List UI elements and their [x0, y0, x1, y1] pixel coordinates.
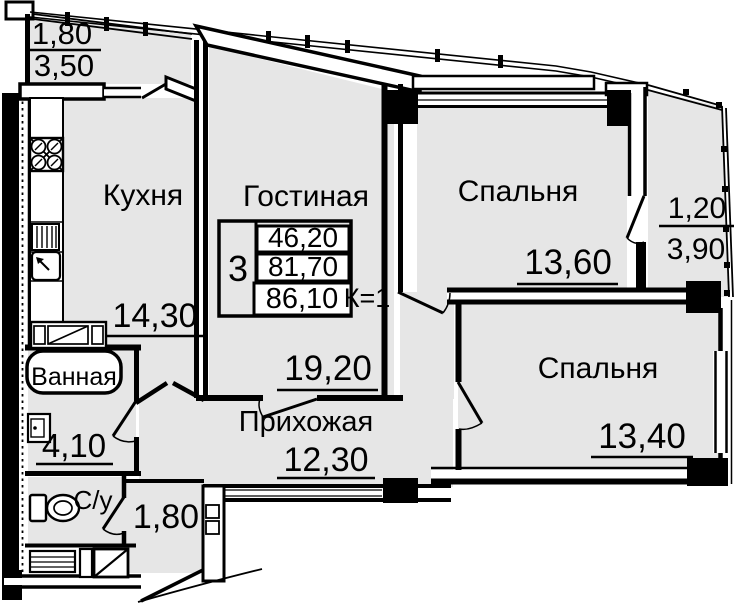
- info-living-area: 46,20: [268, 222, 338, 253]
- bedroom2-door-leaf: [456, 381, 484, 424]
- living-label: Гостиная: [243, 180, 369, 213]
- toilet-icon: [28, 493, 81, 523]
- bedroom2-label: Спальня: [538, 352, 659, 385]
- living-labels: Гостиная 19,20 3 46,20 81,70 86,10 К=1: [228, 180, 391, 392]
- balcony-right-labels: 1,20 3,90: [659, 192, 734, 266]
- balcony-wall-core: [631, 90, 644, 196]
- bathroom-door-arc: [112, 435, 137, 443]
- column-bottom-right: [687, 458, 728, 486]
- kitchen-sink-icon: [30, 250, 62, 282]
- bedroom1-floor: [417, 108, 627, 292]
- bedroom1-door-leaf: [397, 290, 444, 315]
- wc-area: 1,80: [133, 498, 199, 536]
- wc-door-leaf: [101, 496, 126, 530]
- bathroom-area: 4,10: [42, 427, 106, 464]
- info-rooms-count: 3: [228, 248, 248, 289]
- balcony-right-door-leaf: [625, 195, 646, 239]
- room-kitchen: [25, 30, 208, 398]
- vent-grille-icon: [31, 223, 60, 251]
- stove-icon: [28, 136, 65, 173]
- bathtub-icon: [25, 349, 123, 395]
- kitchen-labels: Кухня 14,30: [103, 179, 203, 338]
- room-bedroom-1: [383, 74, 688, 315]
- bedroom1-parapet: [411, 74, 596, 91]
- bedroom-divider-core: [447, 291, 687, 301]
- bedroom2-labels: Спальня 13,40: [538, 352, 693, 459]
- hallway-labels: Прихожая 12,30: [239, 406, 375, 480]
- bedroom1-area: 13,60: [524, 243, 612, 282]
- balcony-right-railing-top-1: [647, 84, 723, 107]
- living-door-arc: [258, 398, 264, 418]
- bedroom1-door-arc: [442, 292, 451, 314]
- balcony-window-core: [104, 89, 141, 97]
- outer-wall-left: [2, 93, 19, 575]
- column-hallway: [383, 478, 418, 503]
- balcony-left: [18, 13, 198, 104]
- balcony-left-area-full: 3,50: [34, 48, 94, 83]
- info-floor-area: 81,70: [268, 251, 338, 282]
- hallway-area: 12,30: [283, 441, 368, 479]
- kitchen-label: Кухня: [103, 179, 183, 212]
- wc-door-arc: [102, 528, 125, 536]
- bedroom2-bottom-core: [431, 470, 688, 479]
- hallway-chamfer-wall-1: [134, 381, 169, 405]
- balcony-right-area-reduced: 1,20: [668, 192, 726, 225]
- bedroom2-area: 13,40: [598, 417, 686, 456]
- living-door-leaf: [262, 397, 318, 419]
- parapet-line-1: [29, 11, 649, 86]
- room-wc: [2, 476, 204, 589]
- balcony-right-area-full: 3,90: [667, 233, 725, 266]
- info-total-area: 86,10: [266, 283, 339, 315]
- bottom-wall-core: [4, 578, 139, 585]
- hallway-floor: [139, 398, 453, 487]
- bedroom1-labels: Спальня 13,60: [458, 175, 618, 286]
- room-hallway: [134, 381, 451, 603]
- bedroom2-door-arc: [458, 422, 483, 431]
- bathroom-door-leaf: [111, 400, 138, 437]
- balcony-right: [647, 84, 734, 313]
- washing-machine-icon: [78, 547, 130, 579]
- wc-labels: С/у 1,80: [74, 485, 200, 536]
- bathroom-labels: Ванная 4,10: [31, 363, 117, 466]
- balcony-left-labels: 1,80 3,50: [25, 16, 101, 83]
- railing-dots: [683, 89, 730, 296]
- shaft-icon: [201, 484, 226, 583]
- balcony-right-railing-side-2: [725, 107, 734, 298]
- living-area: 19,20: [284, 349, 372, 388]
- radiator-icon: [28, 549, 77, 574]
- bathroom-sink-icon: [26, 412, 52, 444]
- hallway-label: Прихожая: [239, 406, 373, 438]
- wc-label: С/у: [74, 485, 113, 515]
- labels: 1,80 3,50 Кухня 14,30 Гостиная 19,20 3 4…: [25, 16, 734, 536]
- bedroom2-window-core: [713, 351, 729, 453]
- room-bathroom: [25, 349, 141, 476]
- entrance-door-leaf: [140, 568, 204, 603]
- kitchen-appliance-icon: [29, 320, 108, 350]
- balcony-left-railing-2: [32, 18, 193, 40]
- hallway-bottom-wall-core: [204, 488, 450, 498]
- balcony-kitchen-wall: [18, 82, 106, 101]
- entrance-door-arc: [137, 568, 263, 603]
- entry-nook-floor: [124, 481, 204, 573]
- bedroom1-label: Спальня: [458, 175, 579, 208]
- bathroom-label: Ванная: [31, 363, 117, 391]
- balcony-right-floor: [648, 90, 728, 297]
- balcony-left-area-reduced: 1,80: [32, 16, 92, 51]
- bedroom2-floor: [458, 302, 720, 468]
- column-balcony-bottom: [686, 281, 721, 313]
- balcony-right-railing-top-2: [647, 89, 723, 111]
- info-box: [217, 219, 353, 318]
- room-living: [192, 23, 422, 419]
- kitchen-area: 14,30: [112, 297, 197, 335]
- balcony-left-railing-1: [32, 13, 193, 35]
- column-top-left: [383, 90, 418, 124]
- room-bedroom-2: [431, 300, 733, 486]
- info-coefficient: К=1: [344, 283, 391, 313]
